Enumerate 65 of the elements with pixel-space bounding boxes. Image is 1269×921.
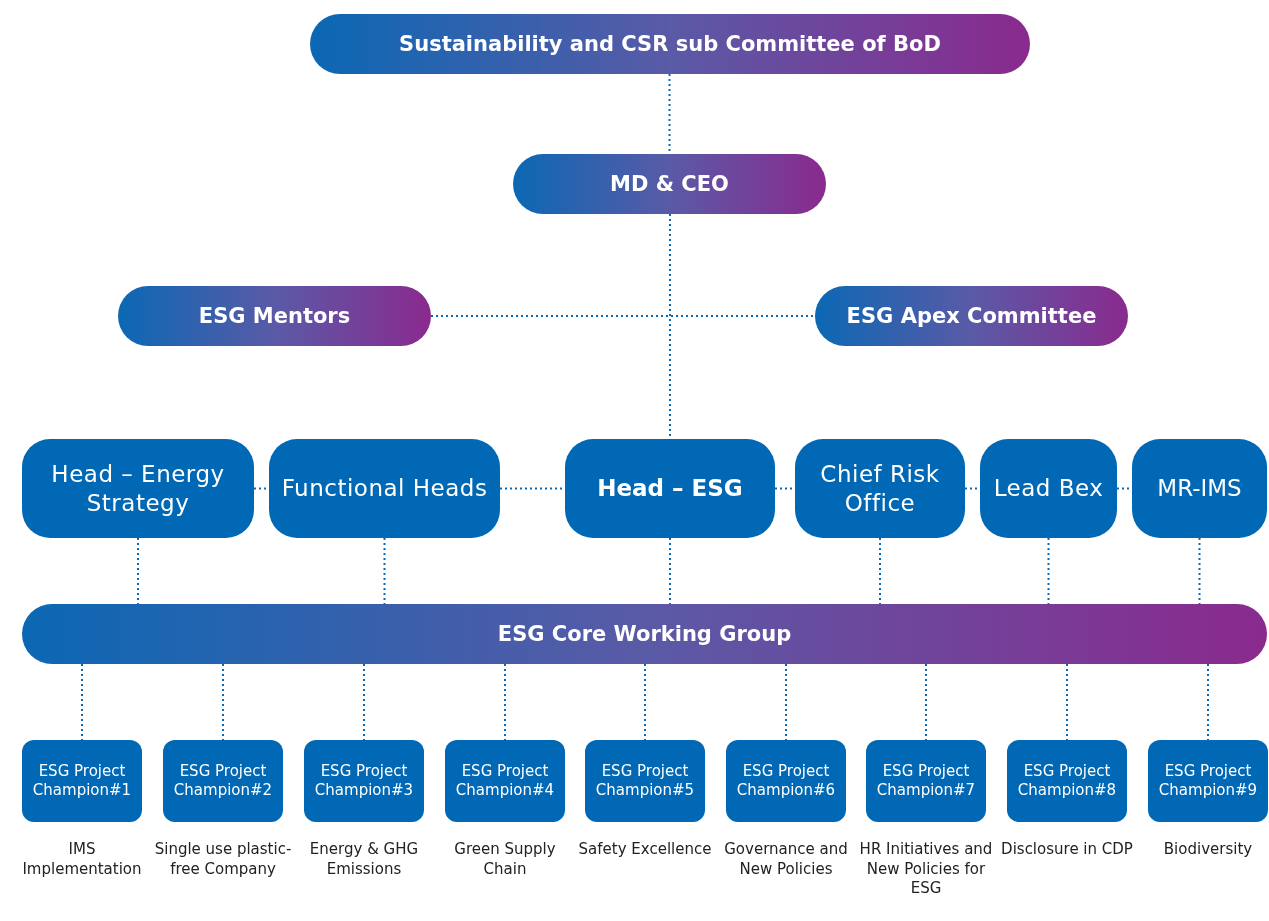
focus-area-text: Disclosure in CDP [1000, 840, 1134, 860]
role-box [22, 439, 254, 538]
role-box [726, 740, 846, 822]
gradient-pill-box [513, 154, 826, 214]
dotted-connector [879, 537, 881, 605]
role-box [980, 439, 1117, 538]
dotted-connector [222, 663, 224, 741]
focus-area-text: Single use plastic-free Company [153, 840, 293, 879]
box-label: ESG Mentors [198, 302, 351, 330]
focus-area-text: Energy & GHG Emissions [308, 840, 420, 879]
dotted-connector [81, 663, 83, 741]
focus-area-text: Biodiversity [1162, 840, 1254, 860]
box-label: ESG Project Champion#6 [735, 762, 837, 800]
box-label: Chief Risk Office [819, 459, 941, 518]
focus-area-text: HR Initiatives and New Policies for ESG [858, 840, 994, 899]
role-box [565, 439, 775, 538]
focus-area-text: Green Supply Chain [453, 840, 557, 879]
box-label: MR-IMS [1157, 474, 1242, 503]
dotted-connector [1047, 537, 1050, 605]
box-label: ESG Project Champion#2 [172, 762, 274, 800]
box-label: Sustainability and CSR sub Committee of BoD [399, 30, 941, 58]
role-box [269, 439, 500, 538]
dotted-connector [925, 663, 927, 741]
box-label: Lead Bex [993, 474, 1104, 503]
role-box [22, 740, 142, 822]
box-label: ESG Project Champion#5 [594, 762, 696, 800]
box-label: ESG Project Champion#8 [1016, 762, 1118, 800]
dotted-connector [785, 663, 787, 741]
gradient-pill-box [815, 286, 1128, 346]
focus-area-text: Governance and New Policies [723, 840, 849, 879]
role-box [1007, 740, 1127, 822]
dotted-connector [430, 315, 816, 317]
focus-area-text: IMS Implementation [21, 840, 143, 879]
role-box [866, 740, 986, 822]
box-label: Functional Heads [281, 474, 488, 503]
focus-area-text: Safety Excellence [577, 840, 713, 860]
dotted-connector [383, 537, 386, 605]
dotted-connector [1198, 537, 1201, 605]
box-label: ESG Project Champion#9 [1157, 762, 1259, 800]
box-label: Head – ESG [597, 474, 743, 503]
dotted-connector [669, 537, 671, 605]
dotted-connector [644, 663, 646, 741]
role-box [1148, 740, 1268, 822]
box-label: ESG Project Champion#1 [31, 762, 133, 800]
box-label: ESG Project Champion#4 [454, 762, 556, 800]
dotted-connector [363, 663, 365, 741]
box-label: MD & CEO [610, 170, 729, 198]
gradient-pill-box [310, 14, 1030, 74]
box-label: ESG Apex Committee [846, 302, 1097, 330]
dotted-connector [1207, 663, 1209, 741]
role-box [445, 740, 565, 822]
dotted-connector [137, 537, 139, 605]
dotted-connector [1066, 663, 1068, 741]
box-label: ESG Core Working Group [497, 620, 792, 648]
dotted-connector [504, 663, 506, 741]
role-box [163, 740, 283, 822]
box-label: ESG Project Champion#7 [875, 762, 977, 800]
role-box [795, 439, 965, 538]
role-box [304, 740, 424, 822]
role-box [1132, 439, 1267, 538]
gradient-pill-box [22, 604, 1267, 664]
box-label: ESG Project Champion#3 [313, 762, 415, 800]
gradient-pill-box [118, 286, 431, 346]
role-box [585, 740, 705, 822]
box-label: Head – Energy Strategy [50, 459, 226, 518]
